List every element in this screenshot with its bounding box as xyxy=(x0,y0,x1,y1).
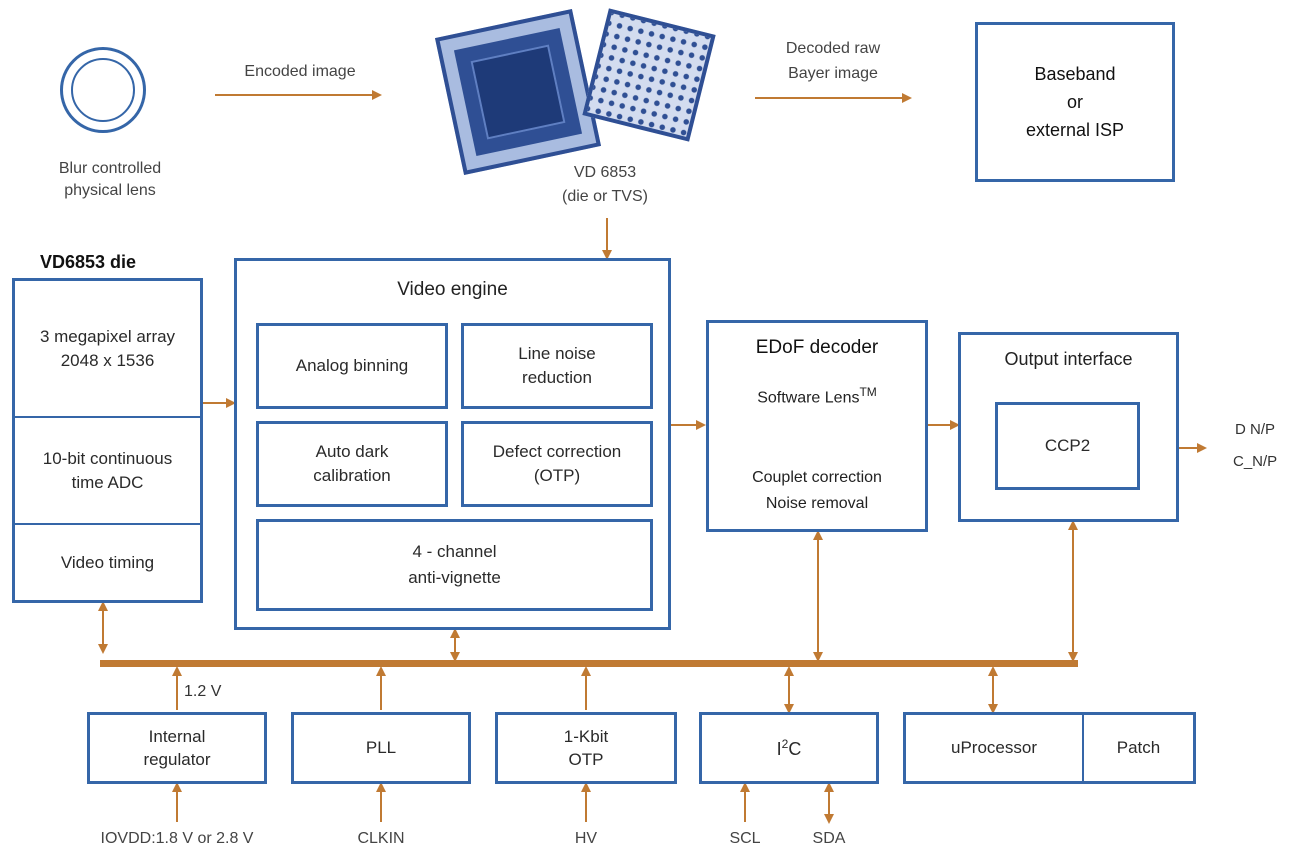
pll-block: PLL xyxy=(291,712,471,784)
lens-icon xyxy=(60,47,146,133)
iovdd-label: IOVDD:1.8 V or 2.8 V xyxy=(100,830,254,847)
line-noise-block: Line noise reduction xyxy=(461,323,653,409)
anti-vignette-line1: 4 - channel xyxy=(412,542,497,561)
i2c-tail: C xyxy=(788,738,802,759)
regulator-line2: regulator xyxy=(143,750,211,769)
regulator-line1: Internal xyxy=(148,727,206,746)
clkin-label: CLKIN xyxy=(357,830,405,847)
adc-cell: 10-bit continuous time ADC xyxy=(15,418,200,525)
uprocessor-label: uProcessor xyxy=(951,738,1037,757)
anti-vignette-line2: anti-vignette xyxy=(408,568,501,587)
i2c-superscript: 2 xyxy=(781,736,789,751)
cnp-pin-label: C_N/P xyxy=(1233,453,1278,470)
video-engine-title: Video engine xyxy=(397,279,508,300)
patch-cell: Patch xyxy=(1084,715,1193,781)
baseband-line1: Baseband xyxy=(1034,64,1116,84)
die-title: VD6853 die xyxy=(40,252,137,272)
scl-label: SCL xyxy=(729,830,761,847)
defect-correction-block: Defect correction (OTP) xyxy=(461,421,653,507)
auto-dark-line2: calibration xyxy=(313,466,391,485)
anti-vignette-block: 4 - channel anti-vignette xyxy=(256,519,653,611)
analog-binning-label: Analog binning xyxy=(295,356,409,375)
otp-line1: 1-Kbit xyxy=(563,727,609,746)
baseband-box: Baseband or external ISP xyxy=(975,22,1175,182)
trademark-mark: TM xyxy=(859,385,877,399)
pixel-array-line2: 2048 x 1536 xyxy=(60,350,155,370)
analog-binning-block: Analog binning xyxy=(256,323,448,409)
software-lens-label: Software LensTM xyxy=(709,385,925,407)
auto-dark-line1: Auto dark xyxy=(315,442,389,461)
decoded-label-line1: Decoded raw xyxy=(785,40,881,57)
encoded-image-label: Encoded image xyxy=(244,63,356,80)
ccp2-block: CCP2 xyxy=(995,402,1140,490)
uprocessor-block: uProcessor Patch xyxy=(903,712,1196,784)
adc-line2: time ADC xyxy=(71,472,144,492)
voltage-label: 1.2 V xyxy=(184,683,222,700)
ccp2-label: CCP2 xyxy=(1044,436,1091,455)
edof-decoder-block: EDoF decoder Software LensTM Couplet cor… xyxy=(706,320,928,532)
couplet-label: Couplet correction xyxy=(752,469,882,486)
hv-label: HV xyxy=(574,830,598,847)
otp-line2: OTP xyxy=(568,750,604,769)
i2c-base: I xyxy=(776,738,782,759)
die-block: 3 megapixel array 2048 x 1536 10-bit con… xyxy=(12,278,203,603)
system-bus xyxy=(100,660,1078,667)
internal-regulator-block: Internal regulator xyxy=(87,712,267,784)
baseband-line3: external ISP xyxy=(1025,120,1125,140)
edof-title: EDoF decoder xyxy=(755,337,879,358)
i2c-block: I2C xyxy=(699,712,879,784)
line-noise-line2: reduction xyxy=(522,368,592,387)
output-interface-title: Output interface xyxy=(1004,349,1133,369)
lens-label: Blur controlled physical lens xyxy=(58,160,162,199)
noise-removal-label: Noise removal xyxy=(765,495,869,512)
sensor-chip-icon xyxy=(434,8,602,176)
i2c-label: I2C xyxy=(777,737,802,760)
line-noise-line1: Line noise xyxy=(518,344,596,363)
defect-line2: (OTP) xyxy=(533,466,581,485)
video-timing-label: Video timing xyxy=(60,552,155,572)
sda-label: SDA xyxy=(812,830,846,847)
dnp-pin-label: D N/P xyxy=(1235,421,1276,438)
chip-label-line2: (die or TVS) xyxy=(562,188,648,205)
adc-line1: 10-bit continuous xyxy=(42,448,173,468)
pixel-array-line1: 3 megapixel array xyxy=(39,326,176,346)
patch-label: Patch xyxy=(1116,738,1161,757)
video-timing-cell: Video timing xyxy=(15,525,200,600)
software-lens-text: Software Lens xyxy=(757,389,860,407)
defect-line1: Defect correction xyxy=(492,442,622,461)
baseband-line2: or xyxy=(1066,92,1083,112)
pixel-array-cell: 3 megapixel array 2048 x 1536 xyxy=(15,281,200,418)
uprocessor-cell: uProcessor xyxy=(906,715,1084,781)
otp-block: 1-Kbit OTP xyxy=(495,712,677,784)
chip-label-line1: VD 6853 xyxy=(573,164,637,181)
auto-dark-block: Auto dark calibration xyxy=(256,421,448,507)
decoded-label-line2: Bayer image xyxy=(788,65,878,82)
pll-label: PLL xyxy=(365,738,397,757)
